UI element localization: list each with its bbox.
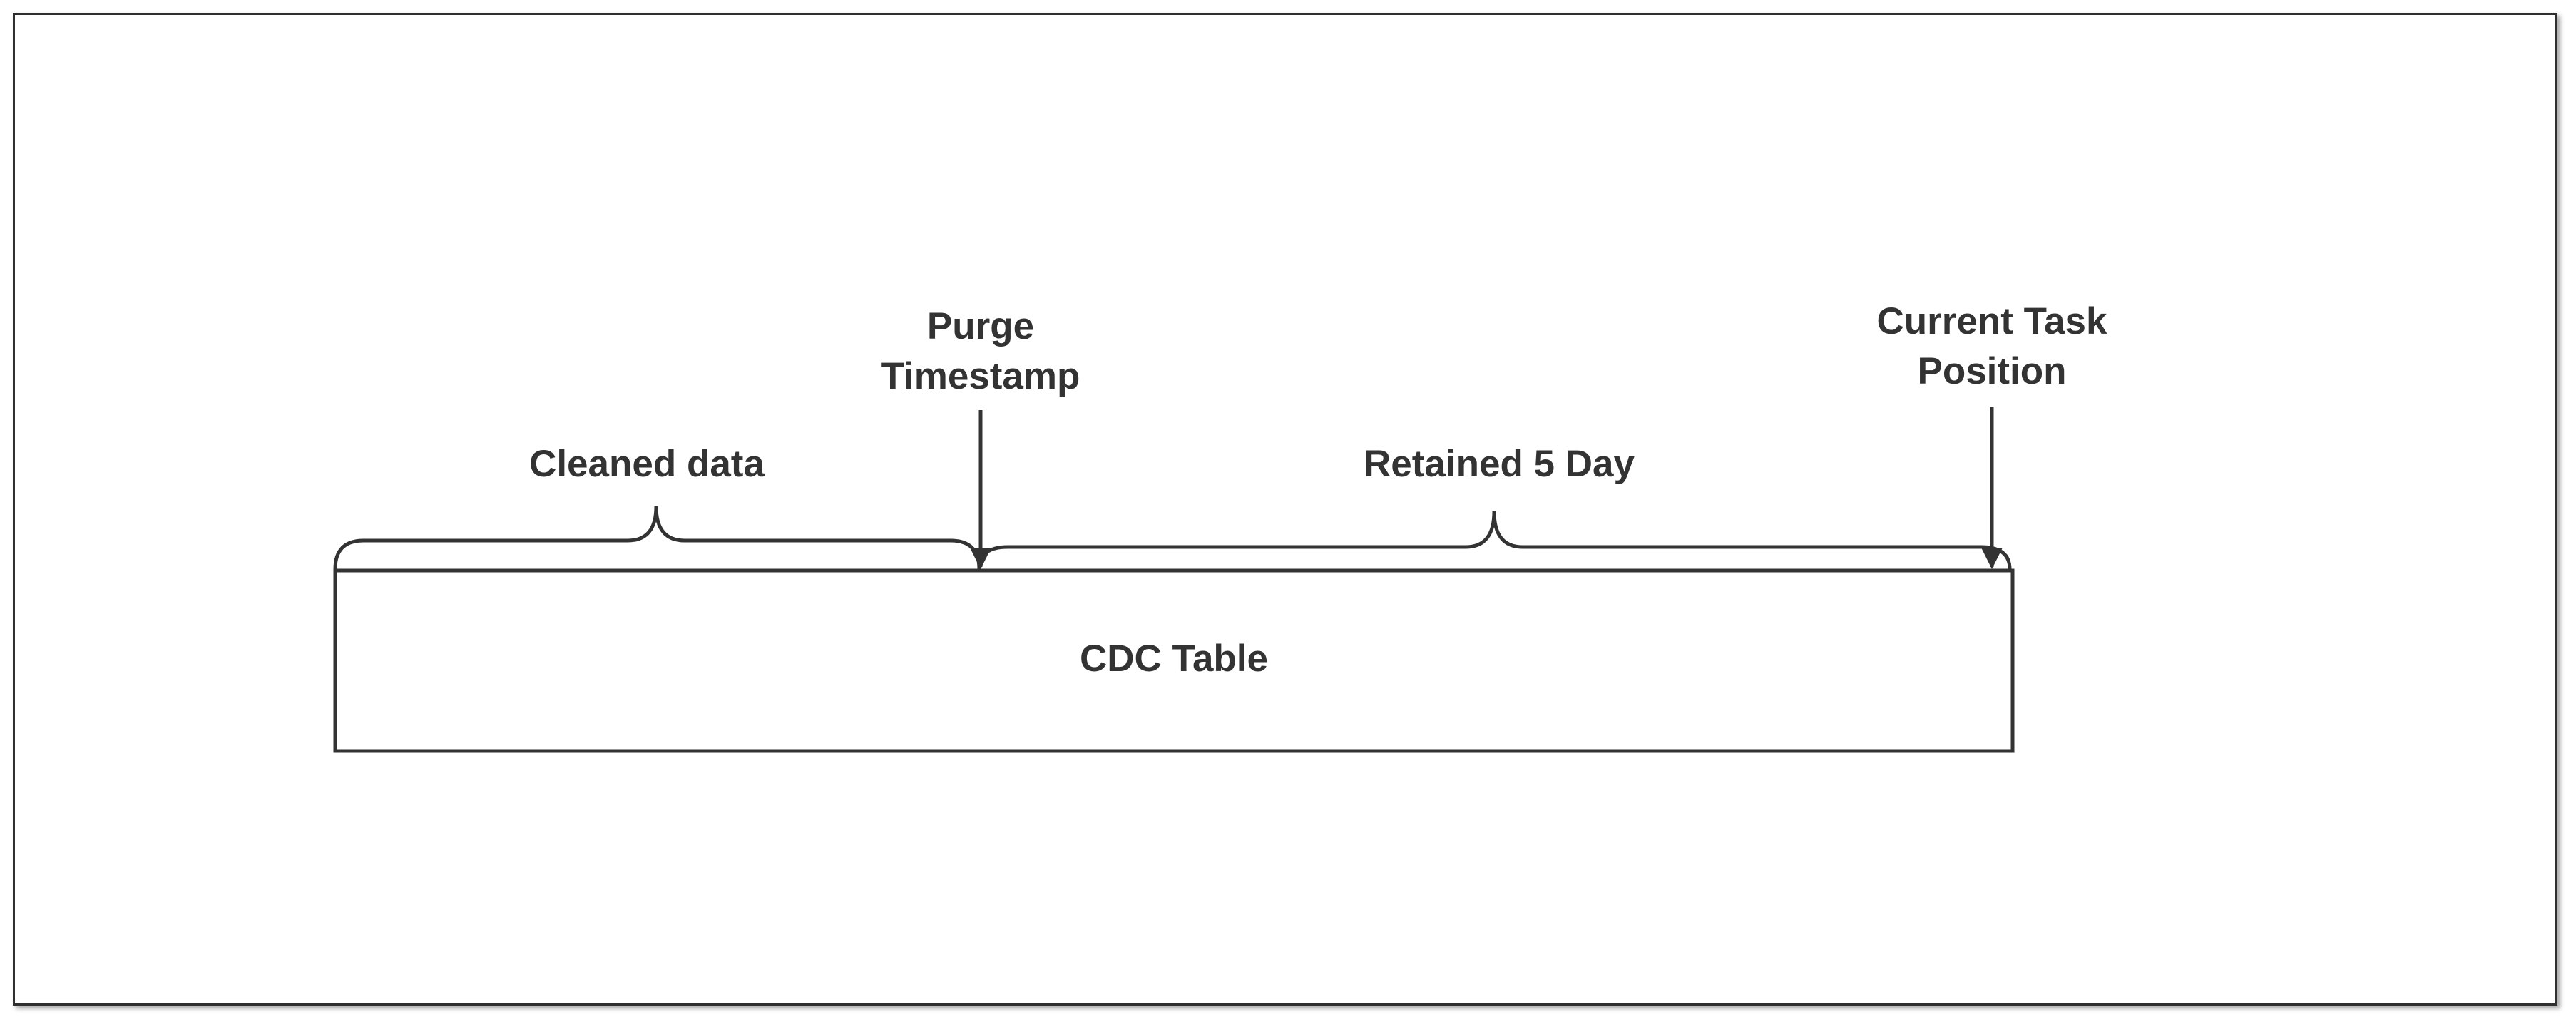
cleaned-data-label: Cleaned data: [529, 443, 765, 485]
current-task-label-line2: Position: [1917, 350, 2066, 392]
retained-label: Retained 5 Day: [1364, 443, 1635, 485]
purge-timestamp-label-line2: Timestamp: [881, 355, 1080, 397]
cdc-table-box: [333, 568, 2015, 753]
cdc-table-label: CDC Table: [1080, 638, 1268, 680]
diagram-frame: [13, 13, 2557, 1006]
current-task-label-line1: Current Task: [1877, 300, 2108, 342]
purge-timestamp-label-line1: Purge: [927, 305, 1034, 347]
retained-brace: [977, 511, 2012, 570]
cleaned-data-brace: [333, 506, 981, 570]
